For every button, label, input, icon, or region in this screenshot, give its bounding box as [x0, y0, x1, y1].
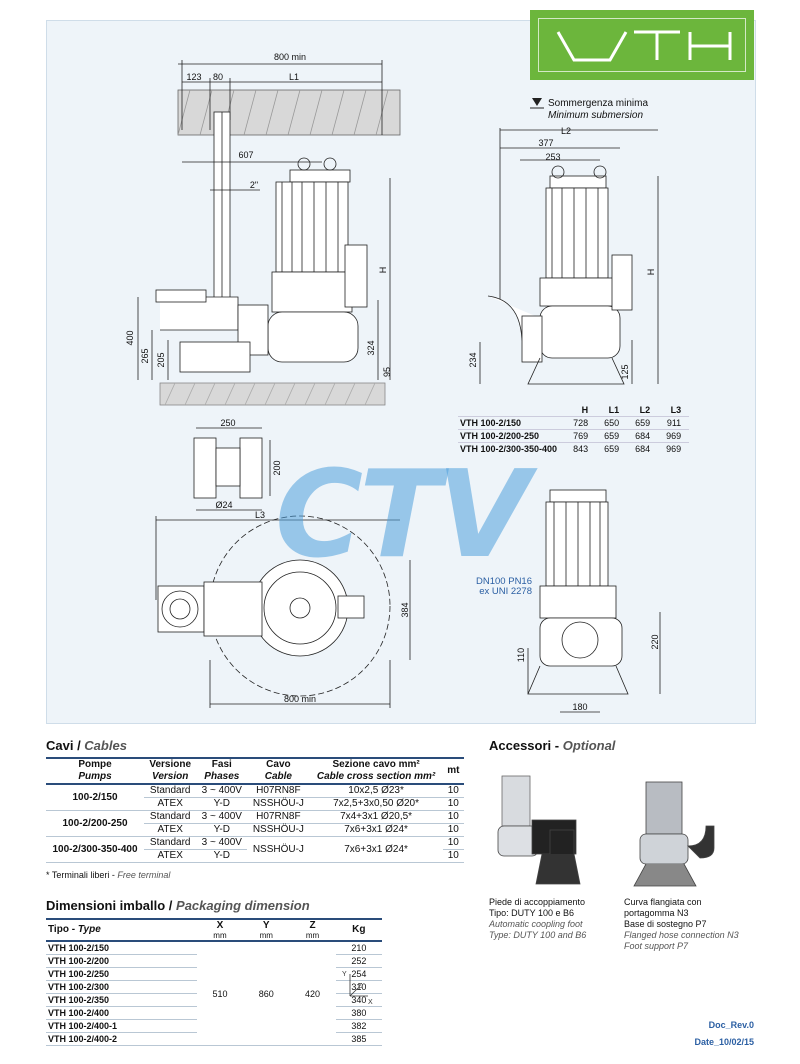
cables-table: Pompe Versione Fasi Cavo Sezione cavo mm… [46, 757, 464, 863]
dims-header [458, 404, 565, 417]
table-row: VTH 100-2/200-250 769 659 684 969 [458, 429, 690, 443]
axis-y-label: Y [342, 971, 347, 978]
dim-400: 400 [125, 330, 135, 345]
dim-L2: L2 [561, 126, 571, 136]
table-row: VTH 100-2/150 728 650 659 911 [458, 416, 690, 430]
dim-324: 324 [366, 340, 376, 355]
free-terminal-note: * Terminali liberi - Free terminal [46, 870, 171, 880]
table-row: 100-2/300-350-400 Standard 3 ~ 400V NSSH… [46, 836, 464, 863]
accessories-title: Accessori - Optional [489, 738, 616, 753]
legend-en: Minimum submersion [548, 110, 644, 121]
dim-265: 265 [140, 348, 150, 363]
submersion-symbol-icon [530, 98, 544, 109]
table-row: ATEX Y-D 10 [46, 849, 464, 863]
col-versione: Versione [144, 757, 197, 771]
col-pompe: Pompe [46, 757, 145, 771]
col-kg: Kg [335, 918, 382, 942]
dn-label-2: ex UNI 2278 [479, 586, 532, 597]
dim-234: 234 [468, 352, 478, 367]
dim-384: 384 [400, 602, 410, 617]
table-row: VTH 100-2/300-350-400 843 659 684 969 [458, 442, 690, 455]
col-sezione: Sezione cavo mm² [309, 757, 443, 771]
dim-L1: L1 [289, 72, 299, 82]
packaging-title: Dimensioni imballo / Packaging dimension [46, 898, 310, 913]
dim-H-right: H [646, 269, 656, 276]
pkg-z-value: 420 [289, 941, 336, 1046]
dim-800min-bottom: 800 min [284, 694, 316, 704]
dims-header: L3 [670, 405, 682, 415]
doc-revision: Doc_Rev.0 [708, 1020, 754, 1030]
dim-80: 80 [213, 72, 223, 82]
col-fasi: Fasi [196, 757, 248, 771]
flanged-curve-image [633, 781, 715, 887]
dim-205: 205 [156, 352, 166, 367]
dim-d24: Ø24 [215, 500, 232, 510]
dim-253: 253 [545, 152, 560, 162]
table-row: ATEX Y-D NSSHÖU-J 7x2,5+3x0,50 Ø20* 10 [46, 797, 464, 811]
pkg-y-value: 860 [243, 941, 290, 1046]
cables-title: Cavi / Cables [46, 738, 127, 753]
pump-drawings: 800 min 123 80 L1 607 2" H 400 265 205 3… [125, 52, 661, 713]
table-row: VTH 100-2/150 510 860 420 210 [46, 941, 382, 1046]
accessory-2-caption: Curva flangiata con portagomma N3 Base d… [624, 897, 739, 951]
dim-800min: 800 min [274, 52, 306, 62]
dim-180: 180 [572, 702, 587, 712]
dimensions-table: H L1 L2 L3 VTH 100-2/150 728 650 659 911… [458, 404, 690, 455]
dims-header: L1 [608, 405, 620, 415]
vth-logo [530, 10, 754, 80]
dim-607: 607 [238, 150, 253, 160]
submersion-legend: Sommergenza minima Minimum submersion [548, 98, 648, 122]
pkg-x-value: 510 [196, 941, 244, 1046]
dim-220: 220 [650, 634, 660, 649]
axis-x-label: X [368, 999, 373, 1006]
dim-377: 377 [538, 138, 553, 148]
dim-200: 200 [272, 460, 282, 475]
dim-L3: L3 [255, 510, 265, 520]
ctv-watermark: CTV [275, 446, 530, 585]
dim-95: 95 [382, 367, 392, 377]
dim-H-left: H [378, 267, 388, 274]
col-tipo: Tipo - Type [46, 918, 197, 942]
table-row: ATEX Y-D NSSHÖU-J 7x6+3x1 Ø24* 10 [46, 823, 464, 837]
col-cavo: Cavo [247, 757, 310, 771]
dim-123: 123 [186, 72, 201, 82]
vth-logo-lettering [556, 30, 732, 62]
legend-it: Sommergenza minima [548, 98, 649, 109]
axis-z-label: Z [358, 983, 363, 990]
dims-header: H [581, 405, 589, 415]
accessory-1-caption: Piede di accoppiamento Tipo: DUTY 100 e … [489, 897, 587, 940]
dims-header: L2 [639, 405, 651, 415]
doc-date: Date_10/02/15 [694, 1037, 754, 1047]
dim-250: 250 [220, 418, 235, 428]
axis-gizmo-icon: Y Z X [342, 971, 373, 1006]
coupling-foot-image [497, 775, 581, 885]
table-row: 100-2/150 Standard 3 ~ 400V H07RN8F 10x2… [46, 784, 464, 811]
col-mt: mt [442, 757, 464, 785]
dn-label-1: DN100 PN16 [476, 576, 532, 587]
dim-125: 125 [620, 364, 630, 379]
table-row: 100-2/200-250 Standard 3 ~ 400V H07RN8F … [46, 810, 464, 837]
dim-2in: 2" [250, 180, 258, 190]
dim-110: 110 [516, 648, 526, 662]
